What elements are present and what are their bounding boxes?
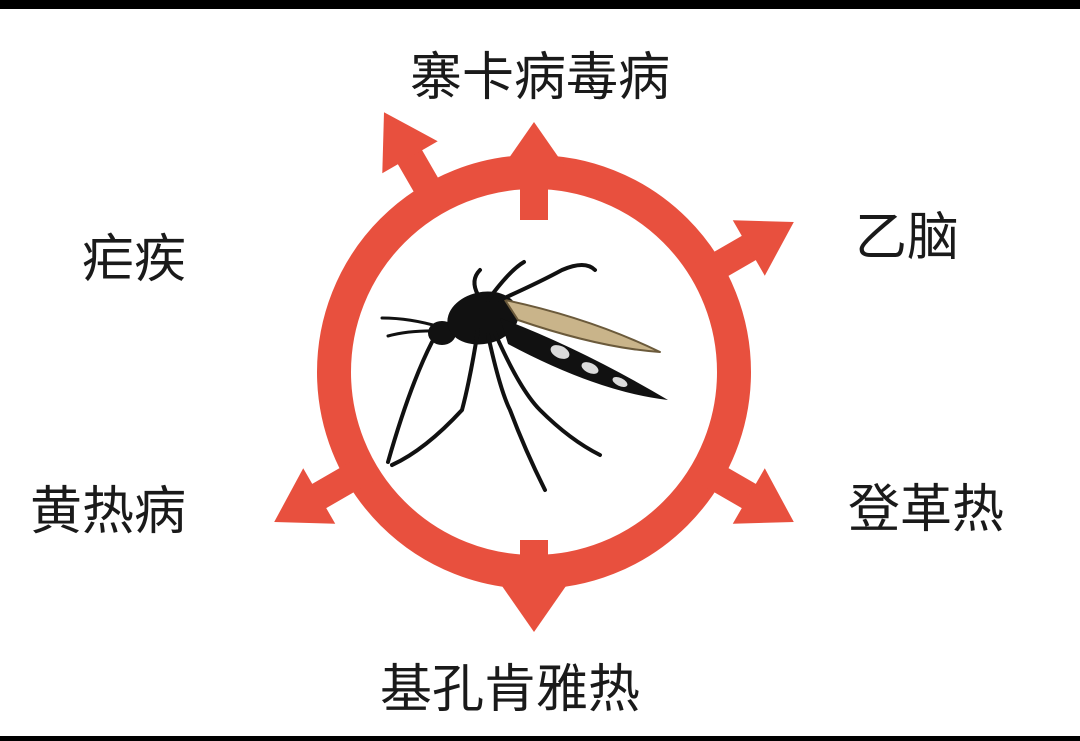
arrow-icon-down bbox=[502, 540, 566, 632]
top-bar bbox=[0, 0, 1080, 9]
arrow-icon-upper-right bbox=[691, 220, 794, 290]
arrow-icon-up bbox=[502, 122, 566, 220]
vector-ring bbox=[317, 155, 751, 589]
arrow-icon-lower-right bbox=[691, 454, 794, 524]
disease-label-bottom-left: 黄热病 bbox=[30, 482, 187, 542]
arrow-icon-lower-left bbox=[274, 454, 377, 524]
disease-label-top: 寨卡病毒病 bbox=[409, 48, 670, 108]
arrow-icon-upper-left bbox=[382, 112, 452, 215]
bottom-bar bbox=[0, 736, 1080, 741]
mosquito-icon bbox=[380, 260, 668, 492]
disease-label-bottom-right: 登革热 bbox=[848, 480, 1005, 540]
disease-label-top-left: 疟疾 bbox=[82, 230, 187, 290]
disease-label-bottom: 基孔肯雅热 bbox=[379, 660, 640, 720]
disease-label-top-right: 乙脑 bbox=[855, 208, 960, 268]
